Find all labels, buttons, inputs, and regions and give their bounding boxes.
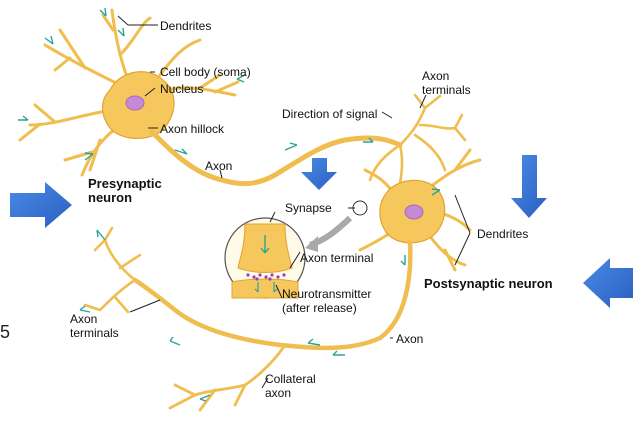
label-axon-terminals-bottom: Axon terminals [70, 312, 119, 340]
synapse-inset [224, 200, 368, 299]
presynaptic-neuron [18, 8, 467, 207]
signal-direction-arrows [18, 7, 441, 402]
label-axon-top: Axon [205, 159, 232, 173]
arrow-down-right [511, 155, 547, 218]
leader-lines [117, 15, 471, 389]
label-axon-hillock: Axon hillock [160, 122, 225, 136]
label-neurotransmitter: Neurotransmitter (after release) [282, 287, 375, 315]
arrow-left-to-postsynaptic [583, 258, 633, 308]
label-cell-body: Cell body (soma) [160, 65, 251, 79]
label-axon-terminal: Axon terminal [300, 251, 373, 265]
arrow-right-to-presynaptic [10, 182, 72, 228]
label-direction-of-signal: Direction of signal [282, 107, 377, 121]
presynaptic-axon-terminals [368, 93, 467, 207]
label-postsynaptic-neuron: Postsynaptic neuron [424, 276, 553, 291]
presynaptic-axon [149, 129, 403, 187]
collateral-axon [168, 343, 287, 412]
neurotransmitter-dots [246, 273, 286, 281]
synapse-marker [352, 200, 368, 216]
label-collateral-axon: Collateral axon [265, 372, 319, 400]
arrow-down-center [301, 158, 337, 190]
postsynaptic-axon-terminals [83, 226, 142, 314]
margin-number: 5 [0, 322, 10, 342]
label-dendrites-top: Dendrites [160, 19, 211, 33]
label-synapse: Synapse [285, 201, 332, 215]
label-axon-terminals-top: Axon terminals [422, 69, 471, 97]
label-axon-bottom: Axon [396, 332, 423, 346]
pointer-arrows [10, 155, 633, 308]
postsynaptic-nucleus [404, 204, 424, 220]
postsynaptic-dendrites [358, 148, 482, 272]
label-nucleus: Nucleus [160, 82, 203, 96]
presynaptic-nucleus [125, 95, 145, 111]
postsynaptic-neuron [83, 148, 482, 412]
label-presynaptic-neuron: Presynaptic neuron [88, 176, 165, 205]
postsynaptic-membrane [231, 278, 299, 299]
label-dendrites-right: Dendrites [477, 227, 528, 241]
